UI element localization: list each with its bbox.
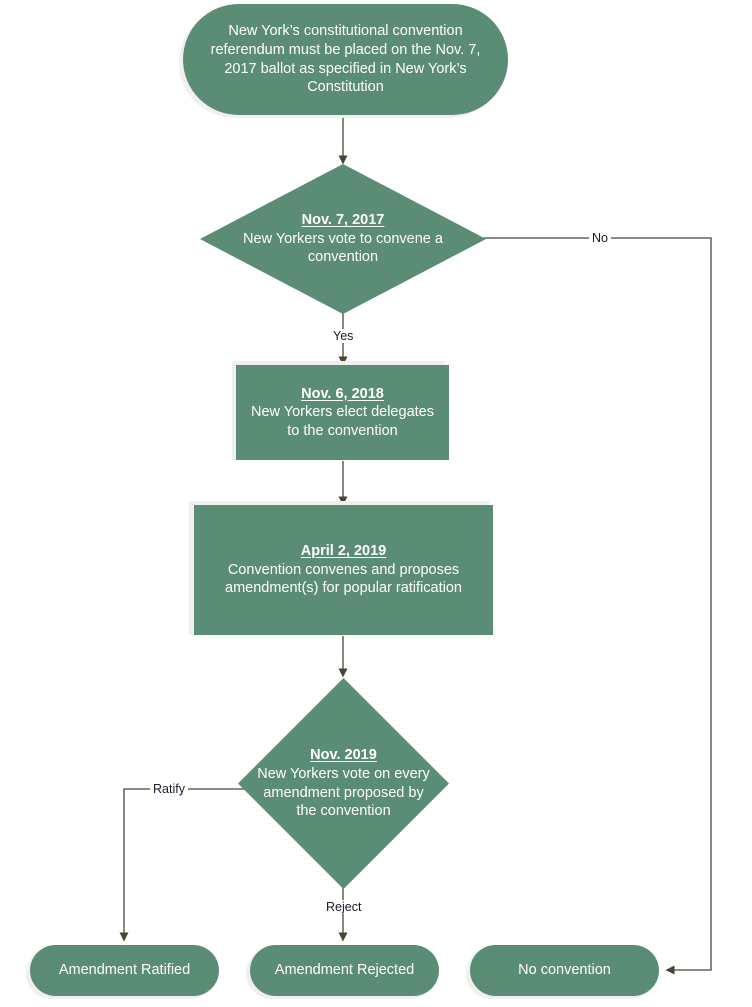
node-vote-convene-heading: Nov. 7, 2017 <box>301 212 385 229</box>
node-elect-delegates-text: Nov. 6, 2018 New Yorkers elect delegates… <box>236 385 449 441</box>
node-elect-delegates-body: New Yorkers elect delegates to the conve… <box>251 404 434 439</box>
edge-label-ratify: Ratify <box>150 782 188 796</box>
node-no-convention-body: No convention <box>518 962 611 979</box>
node-vote-convene-body: New Yorkers vote to convene a convention <box>243 230 443 266</box>
node-amendment-ratified-body: Amendment Ratified <box>58 962 191 979</box>
node-amendment-rejected-body: Amendment Rejected <box>274 962 415 979</box>
node-start[interactable]: New York’s constitutional convention ref… <box>183 4 508 115</box>
edge-label-yes: Yes <box>330 329 357 343</box>
node-vote-amendments-body: New Yorkers vote on every amendment prop… <box>257 765 430 820</box>
node-amendment-rejected-text: Amendment Rejected <box>250 961 439 980</box>
node-vote-amendments-heading: Nov. 2019 <box>310 747 377 764</box>
node-amendment-ratified-text: Amendment Ratified <box>30 961 219 980</box>
node-elect-delegates[interactable]: Nov. 6, 2018 New Yorkers elect delegates… <box>236 365 449 460</box>
node-start-body: New York’s constitutional convention ref… <box>210 23 481 96</box>
edge-label-reject: Reject <box>323 900 365 914</box>
node-convention-convenes[interactable]: April 2, 2019 Convention convenes and pr… <box>194 505 493 635</box>
node-elect-delegates-heading: Nov. 6, 2018 <box>301 385 384 402</box>
node-start-text: New York’s constitutional convention ref… <box>183 22 508 96</box>
node-amendment-ratified[interactable]: Amendment Ratified <box>30 945 219 996</box>
edge-label-no: No <box>589 231 611 245</box>
node-vote-convene-text: Nov. 7, 2017 New Yorkers vote to convene… <box>200 211 486 267</box>
node-vote-amendments-text: Nov. 2019 New Yorkers vote on every amen… <box>238 746 449 820</box>
edge-no-branch <box>486 237 712 975</box>
node-no-convention-text: No convention <box>470 961 659 980</box>
node-amendment-rejected[interactable]: Amendment Rejected <box>250 945 439 996</box>
edge-ratify-branch <box>119 788 247 942</box>
node-convention-convenes-text: April 2, 2019 Convention convenes and pr… <box>194 542 493 598</box>
node-no-convention[interactable]: No convention <box>470 945 659 996</box>
node-convention-convenes-heading: April 2, 2019 <box>300 543 387 560</box>
node-convention-convenes-body: Convention convenes and proposes amendme… <box>225 561 462 597</box>
